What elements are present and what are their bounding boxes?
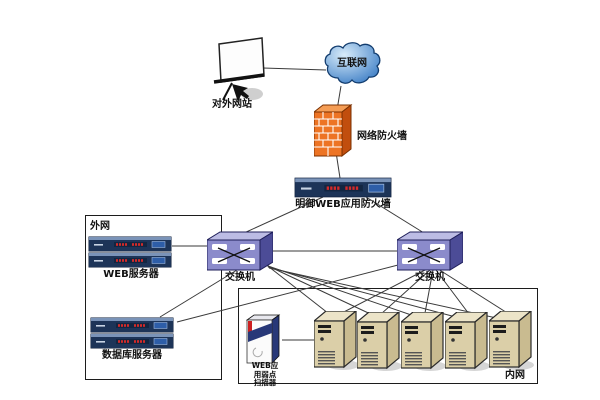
- edge-switchL-tower3: [267, 265, 424, 320]
- switch-left-label: 交换机: [225, 272, 255, 283]
- web-server-rack-icon: [88, 236, 172, 252]
- scanner-software-box-icon: [246, 314, 282, 364]
- edge-switchR-tower2: [380, 269, 431, 315]
- database-server-rack-icon: [90, 333, 174, 349]
- edge-waf-switchL: [243, 196, 324, 234]
- intranet-tower-server-icon: [314, 311, 360, 371]
- edge-switchL-tower4: [267, 266, 468, 321]
- switch-right-icon: [397, 231, 463, 273]
- edge-switchR-tower3: [424, 269, 434, 314]
- web-server-label: WEB服务器: [103, 269, 159, 280]
- zone-internal-network: [238, 288, 538, 384]
- intranet-tower-server-icon: [445, 312, 491, 372]
- edge-switchR-tower5: [437, 268, 513, 317]
- external-site-label: 对外网站: [212, 99, 252, 110]
- database-server-rack-icon: [90, 317, 174, 333]
- database-server-label: 数据库服务器: [102, 350, 162, 361]
- edge-switchR-dbserver: [176, 263, 403, 323]
- switch-left-icon: [207, 231, 273, 273]
- edge-switchL-dbserver: [159, 269, 238, 318]
- intranet-tower-server-icon: [489, 311, 535, 371]
- edge-switchR-tower4: [435, 269, 470, 315]
- intranet-tower-server-icon: [401, 312, 447, 372]
- intranet-tower-server-icon: [357, 312, 403, 372]
- scanner-label: WEB应 用弱点 扫描器: [251, 361, 279, 387]
- web-app-firewall-appliance-icon: [294, 177, 392, 198]
- edge-switchL-tower1: [263, 262, 334, 318]
- web-server-rack-icon: [88, 252, 172, 268]
- external-site-screen-icon: [212, 32, 270, 106]
- switch-right-label: 交换机: [415, 272, 445, 283]
- zone-internal-label: 内网: [505, 370, 525, 381]
- edge-waf-switchR: [365, 196, 425, 234]
- zone-external-network: [85, 215, 222, 380]
- edge-switchL-tower2: [265, 264, 380, 319]
- zone-external-label: 外网: [90, 221, 110, 232]
- edge-site-internet: [262, 67, 327, 71]
- edge-switchR-tower1: [337, 268, 428, 316]
- internet-label: 互联网: [337, 58, 367, 69]
- network-firewall-label: 网络防火墙: [357, 131, 407, 142]
- network-firewall-icon: [314, 104, 354, 158]
- web-app-firewall-label: 明御WEB应用防火墙: [295, 199, 391, 210]
